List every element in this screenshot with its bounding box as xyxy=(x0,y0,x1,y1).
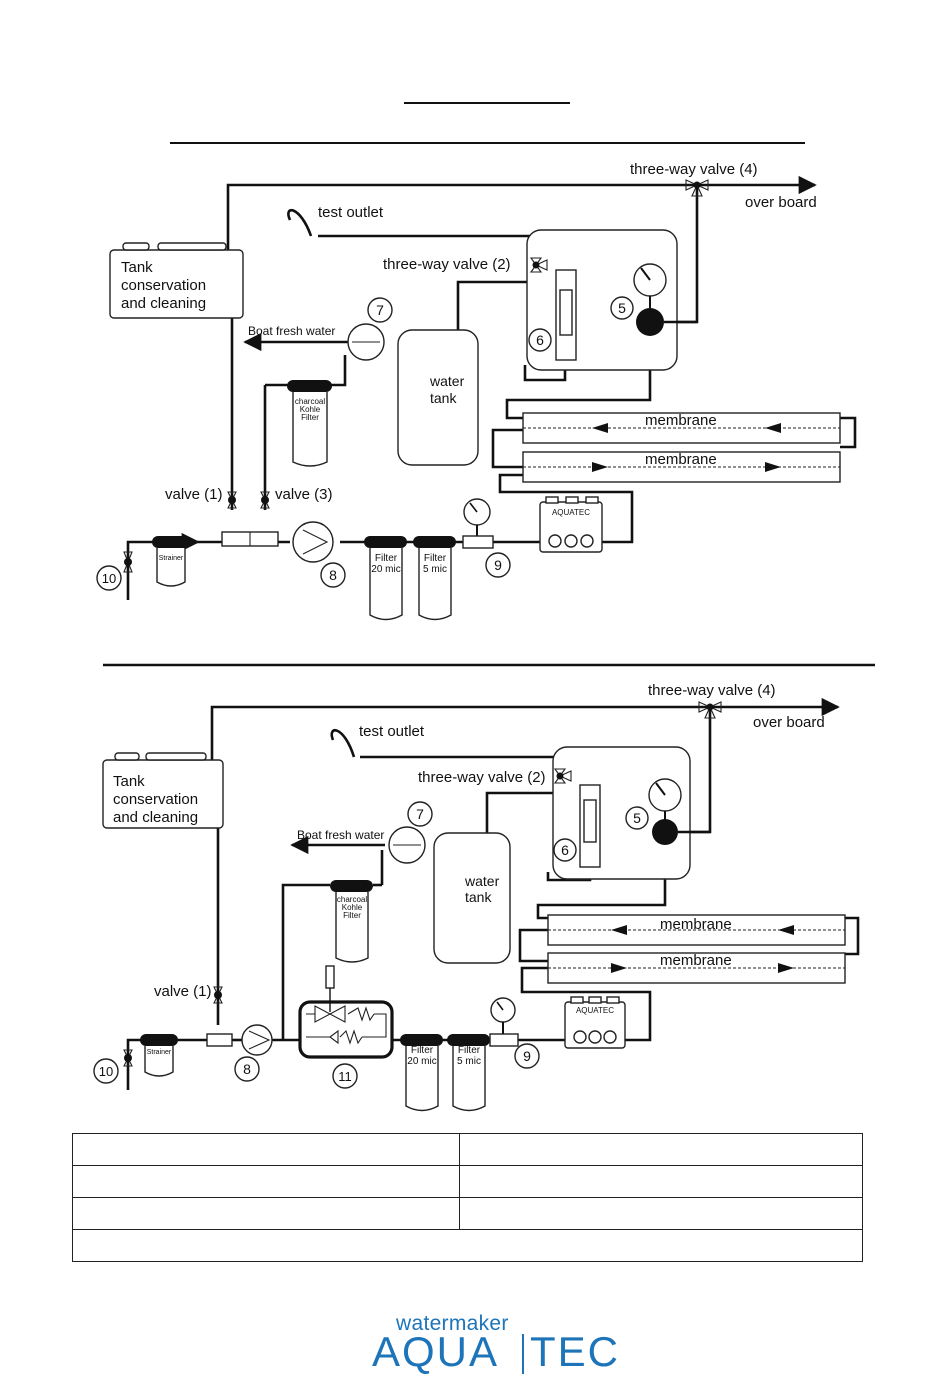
three-way-valve-4-icon xyxy=(685,179,709,197)
strainer-label: Strainer xyxy=(159,555,184,562)
number-6: 6 xyxy=(536,332,544,348)
filter5-label-l2: 5 mic xyxy=(457,1056,481,1067)
aquatec-unit-label: AQUATEC xyxy=(552,508,590,517)
valve-1-icon xyxy=(227,491,237,509)
water-tank-label-l2: tank xyxy=(465,889,492,905)
three-way-valve-4-icon xyxy=(698,701,722,719)
number-10: 10 xyxy=(99,1064,113,1079)
tank-label-l3: and cleaning xyxy=(121,295,206,312)
filter5-label-l1: Filter xyxy=(424,553,447,564)
valve-1-icon xyxy=(213,986,223,1004)
table-cell xyxy=(72,1165,460,1198)
table-cell xyxy=(459,1165,863,1198)
number-7: 7 xyxy=(376,302,384,318)
charcoal-label-l1: charcoal xyxy=(295,397,325,406)
test-outlet-label: test outlet xyxy=(318,204,384,221)
filter20-label-l2: 20 mic xyxy=(371,564,400,575)
tank-label-l3: and cleaning xyxy=(113,809,198,826)
filter20-label-l1: Filter xyxy=(411,1045,434,1056)
table-row xyxy=(72,1133,863,1166)
charcoal-label-l2: Kohle xyxy=(342,903,363,912)
table-cell xyxy=(459,1197,863,1230)
table-row xyxy=(72,1165,863,1198)
number-8: 8 xyxy=(329,567,337,583)
logo-tec-text: TEC xyxy=(530,1328,620,1375)
parts-table xyxy=(72,1133,863,1262)
logo-aqua-text: AQUA xyxy=(372,1328,500,1375)
valve-3-label: valve (3) xyxy=(275,486,333,503)
charcoal-label-l2: Kohle xyxy=(300,405,321,414)
table-cell xyxy=(459,1133,863,1166)
water-tank-label-l2: tank xyxy=(430,390,457,406)
watermaker-aquatec-logo: watermaker AQUA TEC xyxy=(372,1312,618,1375)
table-cell xyxy=(72,1197,460,1230)
boat-fresh-water-label: Boat fresh water xyxy=(248,324,335,338)
water-tank-label-l1: water xyxy=(464,873,500,889)
test-outlet-label: test outlet xyxy=(359,723,425,740)
aquatec-unit-label: AQUATEC xyxy=(576,1006,614,1015)
three-way-valve-2-icon xyxy=(553,768,572,784)
table-cell xyxy=(72,1229,863,1262)
filter20-label-l2: 20 mic xyxy=(407,1056,436,1067)
three-way-valve-2-label: three-way valve (2) xyxy=(418,769,546,786)
number-9: 9 xyxy=(494,557,502,573)
number-8: 8 xyxy=(243,1061,251,1077)
strainer-label: Strainer xyxy=(147,1049,172,1056)
three-way-valve-4-label: three-way valve (4) xyxy=(630,161,758,178)
filter5-label-l2: 5 mic xyxy=(423,564,447,575)
membrane-2-label: membrane xyxy=(660,952,732,969)
diagram-top: Tank conservation and cleaning three-way… xyxy=(96,161,857,621)
charcoal-label-l3: Filter xyxy=(301,413,319,422)
table-row xyxy=(72,1229,863,1262)
tank-label-l1: Tank xyxy=(121,259,153,276)
tank-label-l2: conservation xyxy=(121,277,206,294)
number-9: 9 xyxy=(523,1048,531,1064)
membrane-1-label: membrane xyxy=(660,916,732,933)
membrane-2-label: membrane xyxy=(645,451,717,468)
membrane-1-label: membrane xyxy=(645,412,717,429)
number-5: 5 xyxy=(633,810,641,826)
table-cell xyxy=(72,1133,460,1166)
three-way-valve-4-label: three-way valve (4) xyxy=(648,682,776,699)
valve-1-label: valve (1) xyxy=(154,983,212,1000)
three-way-valve-2-icon xyxy=(529,257,548,273)
filter5-label-l1: Filter xyxy=(458,1045,481,1056)
valve-3-icon xyxy=(260,491,270,509)
number-10: 10 xyxy=(102,571,116,586)
number-11: 11 xyxy=(338,1069,352,1084)
charcoal-label-l3: Filter xyxy=(343,911,361,920)
tank-label-l2: conservation xyxy=(113,791,198,808)
logo-watermaker-text: watermaker xyxy=(396,1312,509,1335)
water-tank-label-l1: water xyxy=(429,373,465,389)
boat-fresh-water-label: Boat fresh water xyxy=(297,828,384,842)
diagram-bottom: Tank conservation and cleaning three-way… xyxy=(93,682,860,1112)
tank-label-l1: Tank xyxy=(113,773,145,790)
number-5: 5 xyxy=(618,300,626,316)
filter20-label-l1: Filter xyxy=(375,553,398,564)
valve-10-icon xyxy=(123,1049,133,1067)
over-board-label: over board xyxy=(753,714,825,731)
number-6: 6 xyxy=(561,842,569,858)
three-way-valve-2-label: three-way valve (2) xyxy=(383,256,511,273)
over-board-label: over board xyxy=(745,194,817,211)
charcoal-label-l1: charcoal xyxy=(337,895,367,904)
logo-divider xyxy=(522,1334,524,1374)
valve-10-icon xyxy=(123,551,133,573)
table-row xyxy=(72,1197,863,1230)
valve-1-label: valve (1) xyxy=(165,486,223,503)
number-7: 7 xyxy=(416,806,424,822)
